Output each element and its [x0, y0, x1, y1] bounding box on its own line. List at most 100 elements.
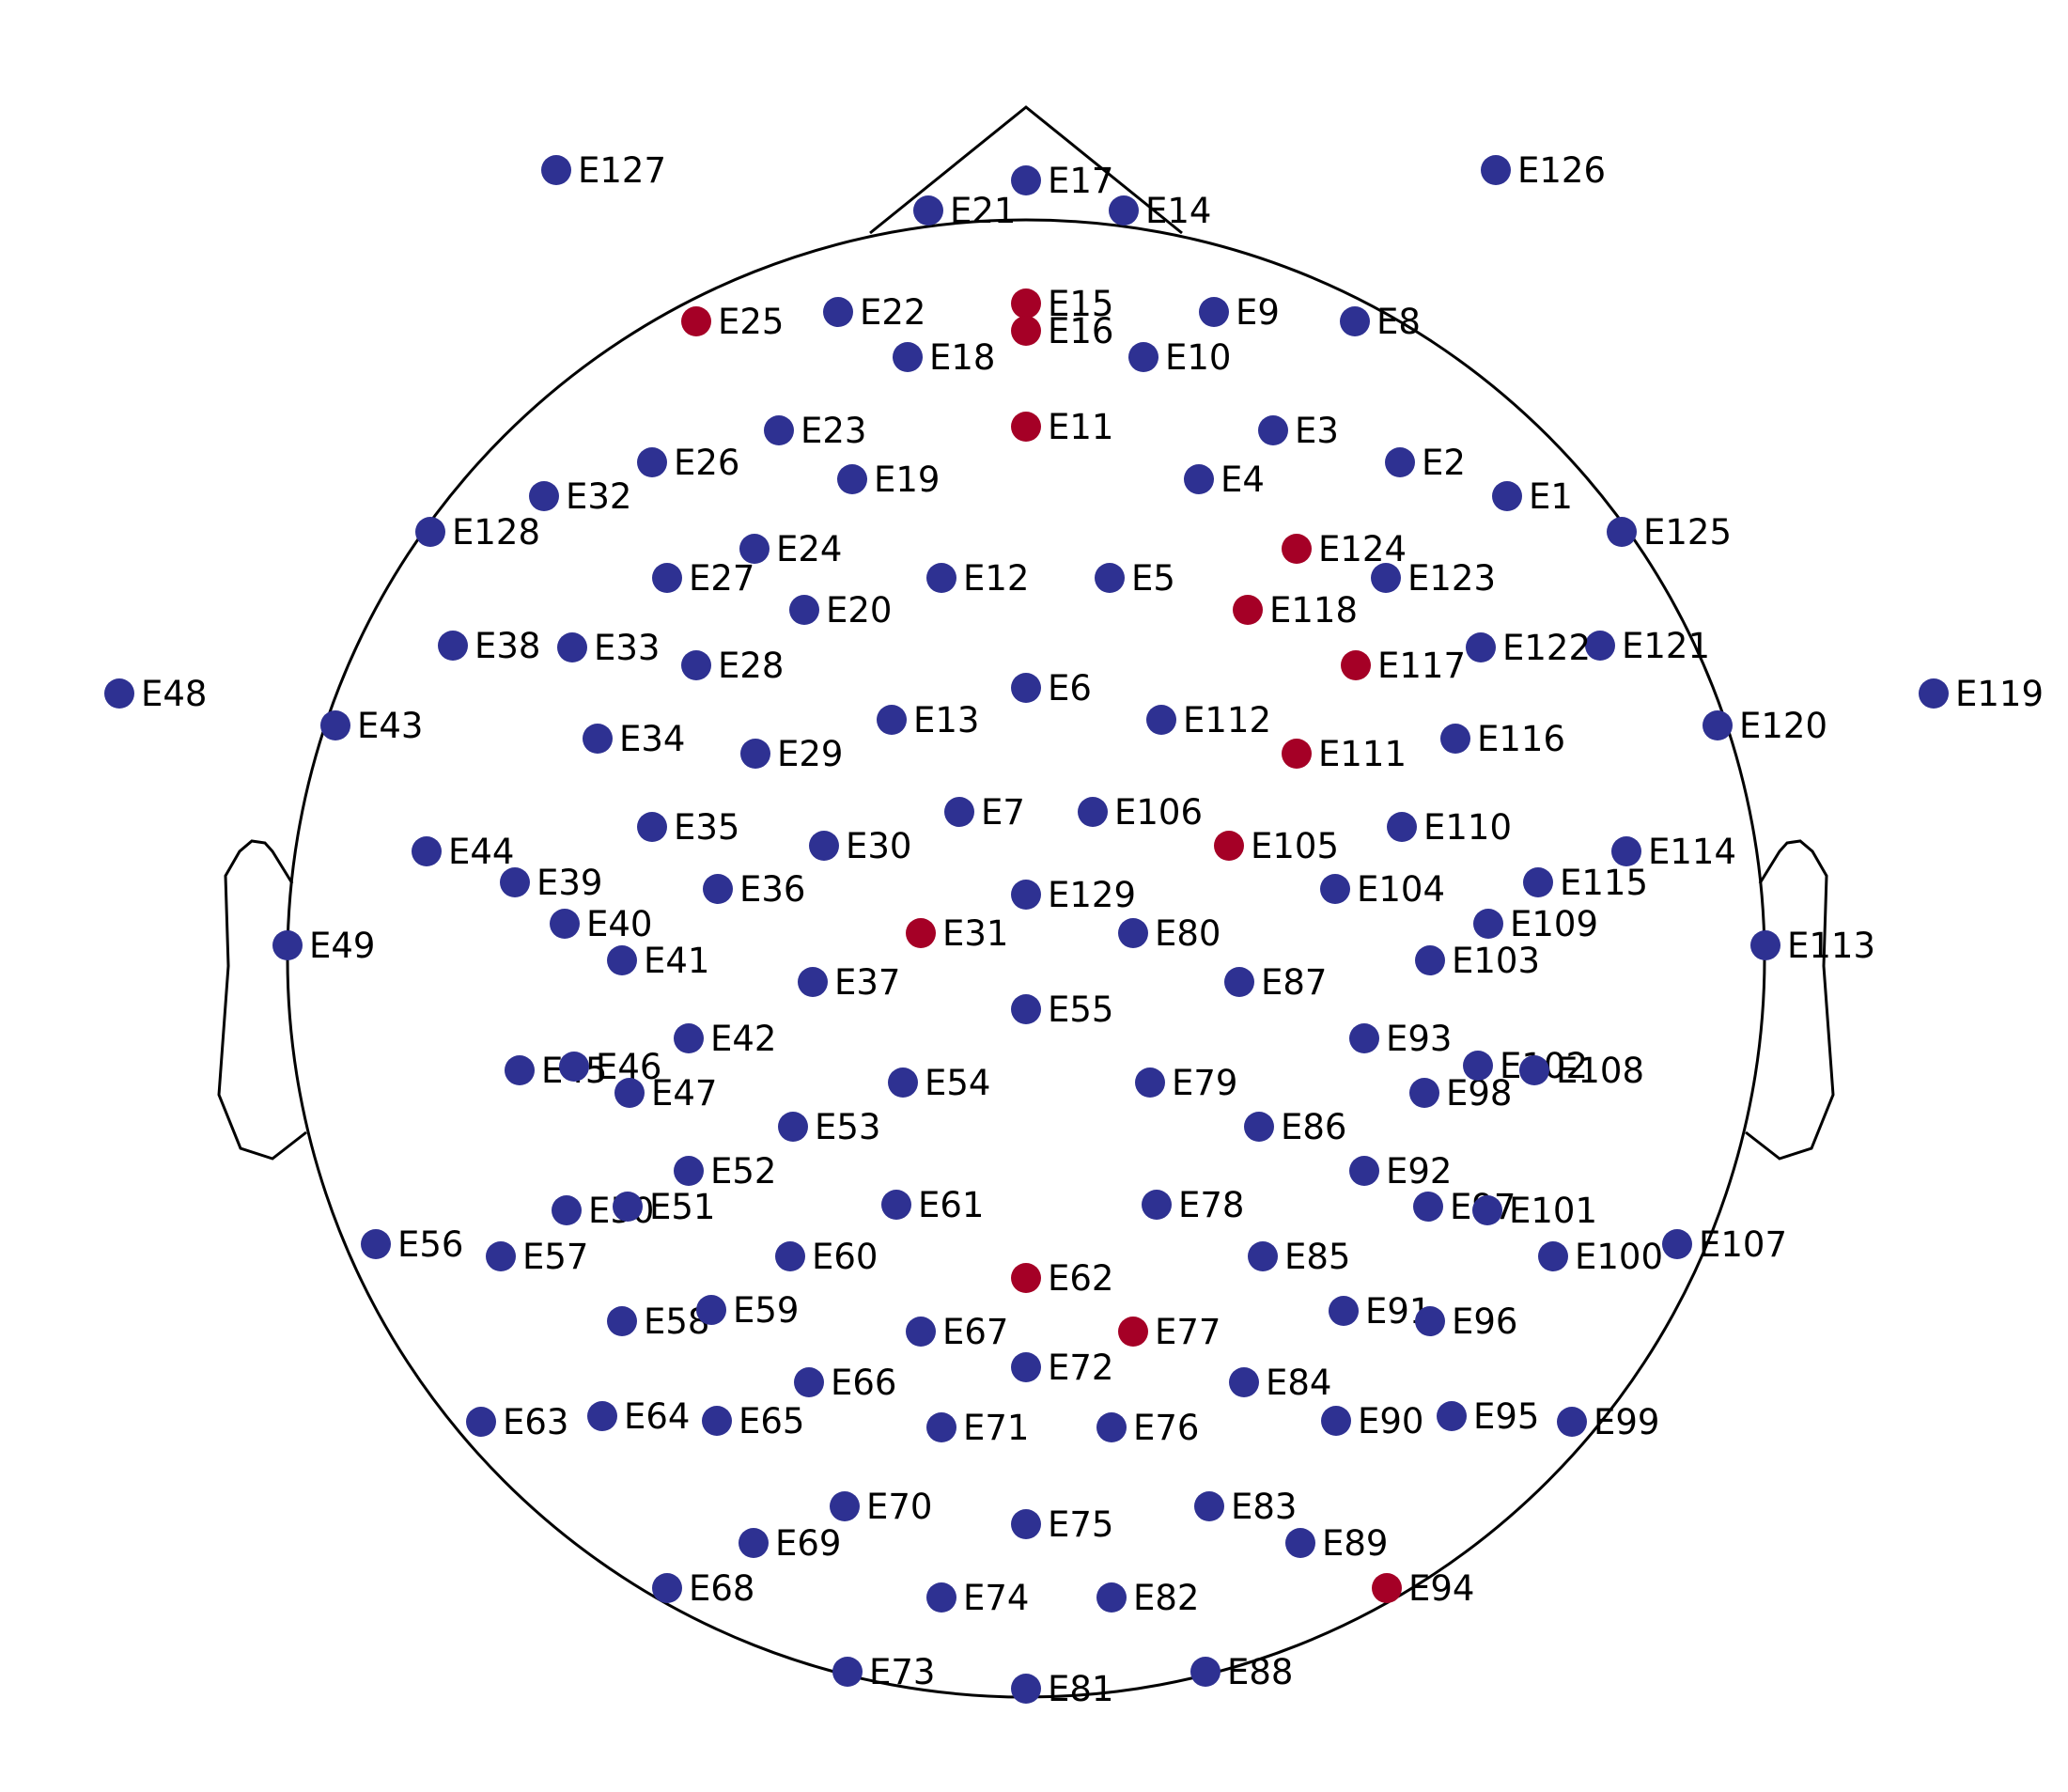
sensor-label: E60 — [812, 1237, 878, 1277]
sensor-label: E76 — [1133, 1408, 1199, 1448]
sensor-label: E75 — [1048, 1504, 1113, 1545]
sensor-label: E11 — [1048, 407, 1113, 447]
sensor-marker — [1750, 930, 1780, 960]
sensor-marker — [320, 710, 350, 740]
sensor-label: E49 — [309, 926, 375, 966]
sensor-e69: E69 — [739, 1523, 841, 1564]
sensor-e47: E47 — [614, 1073, 717, 1114]
sensor-e39: E39 — [500, 863, 602, 903]
sensor-marker — [1118, 1317, 1148, 1347]
sensor-e46: E46 — [559, 1047, 661, 1087]
sensor-e25: E25 — [681, 302, 784, 342]
sensor-marker — [607, 1306, 637, 1336]
sensor-label: E119 — [1955, 674, 2044, 714]
sensor-e58: E58 — [607, 1301, 709, 1342]
sensor-label: E84 — [1266, 1363, 1331, 1403]
left-ear — [217, 839, 307, 1161]
sensor-label: E22 — [860, 292, 925, 333]
sensor-marker — [1340, 306, 1370, 336]
sensor-e115: E115 — [1523, 863, 1648, 903]
sensor-marker — [1413, 1192, 1443, 1222]
sensor-marker — [583, 724, 613, 754]
sensor-e12: E12 — [926, 558, 1029, 599]
sensor-label: E56 — [397, 1224, 463, 1265]
sensor-label: E100 — [1575, 1237, 1663, 1277]
sensor-label: E124 — [1318, 529, 1407, 569]
sensor-marker — [1011, 412, 1041, 442]
sensor-label: E37 — [834, 962, 900, 1003]
sensor-marker — [830, 1491, 860, 1521]
sensor-marker — [1409, 1078, 1439, 1108]
sensor-label: E35 — [674, 807, 739, 848]
sensor-marker — [1385, 447, 1415, 477]
sensor-marker — [1415, 945, 1445, 975]
sensor-label: E30 — [846, 826, 911, 866]
sensor-e60: E60 — [775, 1237, 878, 1277]
sensor-e72: E72 — [1011, 1348, 1113, 1388]
sensor-marker — [505, 1055, 535, 1085]
sensor-e101: E101 — [1472, 1191, 1597, 1231]
sensor-marker — [1096, 1582, 1127, 1613]
sensor-label: E123 — [1407, 558, 1496, 599]
sensor-label: E103 — [1452, 941, 1540, 981]
sensor-e82: E82 — [1096, 1578, 1199, 1618]
sensor-marker — [764, 415, 794, 445]
sensor-e125: E125 — [1607, 512, 1732, 553]
sensor-e129: E129 — [1011, 875, 1136, 915]
sensor-marker — [944, 797, 974, 827]
sensor-label: E21 — [950, 191, 1016, 231]
sensor-marker — [1096, 1412, 1127, 1442]
sensor-label: E51 — [649, 1187, 715, 1227]
sensor-marker — [1349, 1156, 1379, 1186]
sensor-e27: E27 — [652, 558, 754, 599]
sensor-e20: E20 — [789, 590, 892, 631]
sensor-marker — [652, 1573, 682, 1603]
sensor-label: E6 — [1048, 668, 1092, 709]
sensor-label: E10 — [1165, 337, 1231, 378]
sensor-label: E62 — [1048, 1258, 1113, 1299]
sensor-marker — [637, 812, 667, 842]
sensor-marker — [1371, 563, 1401, 593]
sensor-marker — [1095, 563, 1125, 593]
sensor-marker — [778, 1112, 808, 1142]
sensor-e94: E94 — [1372, 1568, 1474, 1609]
sensor-label: E93 — [1386, 1019, 1452, 1059]
sensor-e17: E17 — [1011, 161, 1113, 201]
sensor-label: E4 — [1221, 460, 1265, 500]
sensor-label: E63 — [503, 1402, 568, 1442]
sensor-marker — [1463, 1051, 1493, 1081]
sensor-label: E52 — [710, 1151, 776, 1192]
sensor-marker — [926, 563, 956, 593]
sensor-e107: E107 — [1662, 1224, 1787, 1265]
sensor-marker — [1466, 632, 1496, 662]
sensor-marker — [1387, 812, 1417, 842]
sensor-label: E26 — [674, 443, 739, 483]
sensor-label: E73 — [869, 1652, 935, 1692]
sensor-label: E88 — [1227, 1652, 1293, 1692]
sensor-marker — [1481, 155, 1511, 185]
sensor-e28: E28 — [681, 646, 784, 686]
sensor-e100: E100 — [1538, 1237, 1663, 1277]
sensor-marker — [1285, 1528, 1315, 1558]
sensor-label: E129 — [1048, 875, 1136, 915]
sensor-marker — [681, 650, 711, 680]
sensor-e66: E66 — [794, 1363, 896, 1403]
sensor-marker — [1538, 1241, 1568, 1271]
sensor-marker — [1320, 874, 1350, 904]
sensor-label: E120 — [1739, 706, 1827, 746]
sensor-label: E86 — [1281, 1107, 1346, 1147]
sensor-e2: E2 — [1385, 443, 1466, 483]
sensor-e23: E23 — [764, 411, 866, 451]
sensor-e122: E122 — [1466, 628, 1591, 668]
sensor-marker — [789, 595, 819, 625]
sensor-e9: E9 — [1199, 292, 1280, 333]
sensor-marker — [1492, 481, 1522, 511]
sensor-marker — [1258, 415, 1288, 445]
sensor-e105: E105 — [1214, 826, 1339, 866]
sensor-label: E74 — [963, 1578, 1029, 1618]
sensor-label: E118 — [1269, 590, 1358, 631]
sensor-marker — [104, 678, 134, 709]
sensor-marker — [541, 155, 571, 185]
sensor-label: E108 — [1556, 1051, 1644, 1091]
